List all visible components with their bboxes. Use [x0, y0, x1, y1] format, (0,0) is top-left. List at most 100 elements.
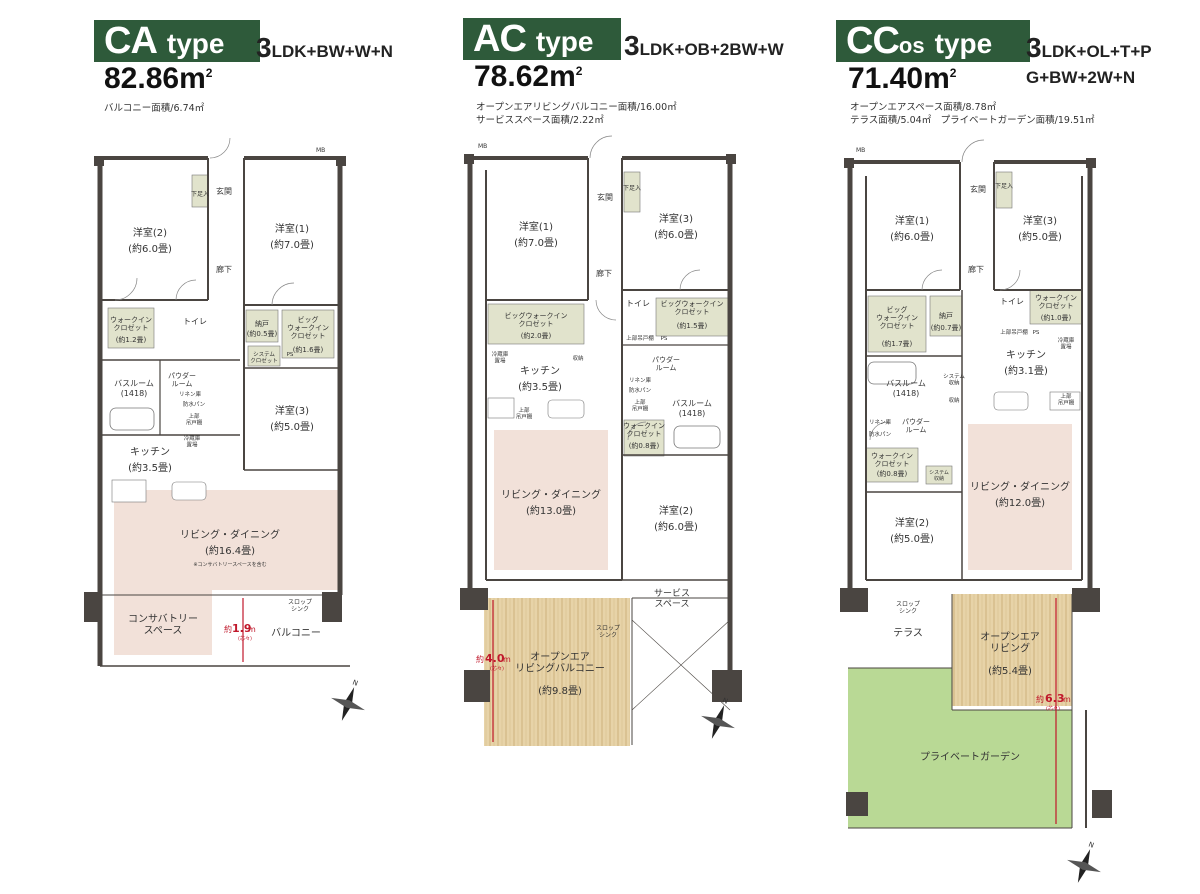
ac-depth-note: (芯々) [490, 665, 504, 672]
ca-slop-sink: スロップシンク [288, 599, 312, 613]
ac-stove [487, 397, 515, 419]
ac-door-swings [589, 135, 701, 441]
ccos-pillar-top-left [844, 158, 854, 168]
ca-bouki: 防水パン [183, 400, 206, 408]
ca-nando: 納戸 [255, 319, 269, 328]
ac-youshitsu3: 洋室(3) [659, 212, 693, 225]
ccos-living-size: (約12.0畳) [995, 496, 1045, 509]
ccos-kitchen: キッチン [1006, 349, 1046, 361]
ccos-pillar-bottom-right [1092, 790, 1112, 818]
ccos-stove [1049, 391, 1081, 411]
ac-living: リビング・ダイニング [501, 488, 601, 501]
ca-powder: パウダールーム [168, 371, 196, 388]
ccos-youshitsu3-size: (約5.0畳) [1018, 230, 1062, 243]
ca-shoe: 下足入 [191, 191, 209, 198]
area-ccos: 71.40m2 [848, 62, 957, 95]
ac-open-air-deck [484, 598, 630, 746]
note-ccos-2: テラス面積/5.04㎡ プライベートガーデン面積/19.51㎡ [850, 115, 1095, 126]
ccos-garden-label: プライベートガーデン [920, 750, 1020, 763]
ccos-rouka: 廊下 [968, 264, 984, 274]
ccos-bouki: 防水パン [869, 430, 892, 438]
ac-service-space: サービススペース [654, 588, 690, 609]
ccos-shoe: 下足入 [995, 183, 1013, 190]
ca-depth-unit: m [248, 625, 256, 634]
ccos-bathroom: バスルーム [886, 379, 926, 388]
ca-rouka: 廊下 [216, 264, 232, 274]
ccos-living-floor [968, 424, 1072, 570]
ccos-wic2 [865, 447, 919, 483]
ccos-bathtub [867, 361, 917, 385]
ca-genkan: 玄関 [216, 186, 232, 196]
ca-wic [107, 307, 155, 349]
ccos-shoe-box [995, 171, 1013, 209]
ac-reizouko: 冷蔵庫置場 [492, 350, 509, 364]
ca-kitchen: キッチン [130, 446, 170, 458]
ac-joubu-kitchen: 上部吊戸棚 [516, 406, 533, 420]
ccos-powder: パウダールーム [902, 417, 930, 434]
ca-depth-note: (芯々) [238, 635, 252, 642]
ccos-bigwic [867, 295, 927, 353]
area-ac: 78.62m2 [474, 60, 583, 93]
ac-pillar-bottom-right [712, 670, 742, 702]
ccos-mb: MB [856, 147, 865, 154]
ca-youshitsu3-size: (約5.0畳) [270, 420, 314, 433]
ac-ps: PS [661, 336, 668, 342]
ca-youshitsu1-size: (約7.0畳) [270, 238, 314, 251]
ca-nando [245, 309, 279, 343]
ccos-ps: PS [1033, 330, 1040, 336]
ac-wic-size: (約0.8畳) [629, 441, 660, 450]
ccos-living: リビング・ダイニング [970, 480, 1070, 493]
ca-bigwic [281, 309, 335, 359]
ccos-bigwic-size: (約1.7畳) [882, 339, 913, 348]
ccos-door-swings [869, 139, 1021, 441]
svg-text:N: N [721, 697, 729, 706]
svg-text:N: N [351, 679, 359, 688]
ac-bigwic1 [487, 303, 585, 345]
ca-sink [171, 481, 207, 501]
ca-depth-prefix: 約 [224, 624, 232, 634]
ac-open-air: オープンエアリビングバルコニー [515, 651, 605, 675]
ldk-label-ca: 3LDK+BW+W+N [256, 32, 393, 63]
ac-pillar-top-left [464, 154, 474, 164]
ca-system-closet [247, 345, 281, 367]
ac-shoe-box [623, 171, 641, 213]
ac-youshitsu3-size: (約6.0畳) [654, 228, 698, 241]
ac-bigwic1-label: ビッグウォークインクロゼット [505, 311, 568, 328]
ac-pillar-bottom-left [464, 670, 490, 702]
ccos-bigwic-label: ビッグウォークインクロゼット [876, 305, 918, 330]
ccos-joubu-kitchen: 上部吊戸棚 [1058, 392, 1075, 406]
note-ac-1: オープンエアリビングバルコニー面積/16.00㎡ [476, 102, 677, 113]
ca-living-floor [114, 490, 340, 590]
note-ccos-1: オープンエアスペース面積/8.78㎡ [850, 102, 997, 113]
ac-kitchen-size: (約3.5畳) [518, 380, 562, 393]
ldk-label-ccos: 3LDK+OL+T+P [1026, 32, 1152, 63]
ca-wic-size: (約1.2畳) [116, 335, 147, 344]
ac-living-floor [494, 430, 608, 570]
ccos-nando [929, 295, 963, 337]
ac-bouki: 防水パン [629, 386, 652, 394]
compass-ccos: N [1067, 841, 1101, 883]
ca-nando-size: (約0.5畳) [247, 329, 278, 338]
ldk-label-ccos-line2: G+BW+2W+N [1026, 68, 1136, 87]
ac-depth-prefix: 約 [476, 654, 484, 664]
ccos-depth-prefix: 約 [1036, 694, 1044, 704]
ccos-youshitsu3: 洋室(3) [1023, 214, 1057, 227]
ac-kitchen: キッチン [520, 365, 560, 377]
svg-text:N: N [1087, 841, 1095, 850]
ccos-terrace: テラス [893, 627, 923, 639]
ca-youshitsu2-size: (約6.0畳) [128, 242, 172, 255]
ca-kitchen-size: (約3.5畳) [128, 461, 172, 474]
ca-bathroom-size: (1418) [121, 389, 148, 398]
ccos-youshitsu1: 洋室(1) [895, 214, 929, 227]
ccos-sink [993, 391, 1029, 411]
ca-mb: MB [316, 147, 325, 154]
ccos-reizouko: 冷蔵庫置場 [1058, 336, 1075, 350]
ca-bathroom: バスルーム [114, 379, 154, 388]
ca-pillar-left [84, 592, 102, 622]
ac-wic [623, 419, 665, 457]
ac-bathroom-size: (1418) [679, 409, 706, 418]
ca-living: リビング・ダイニング [180, 528, 280, 541]
ccos-open-air-deck [952, 594, 1072, 706]
